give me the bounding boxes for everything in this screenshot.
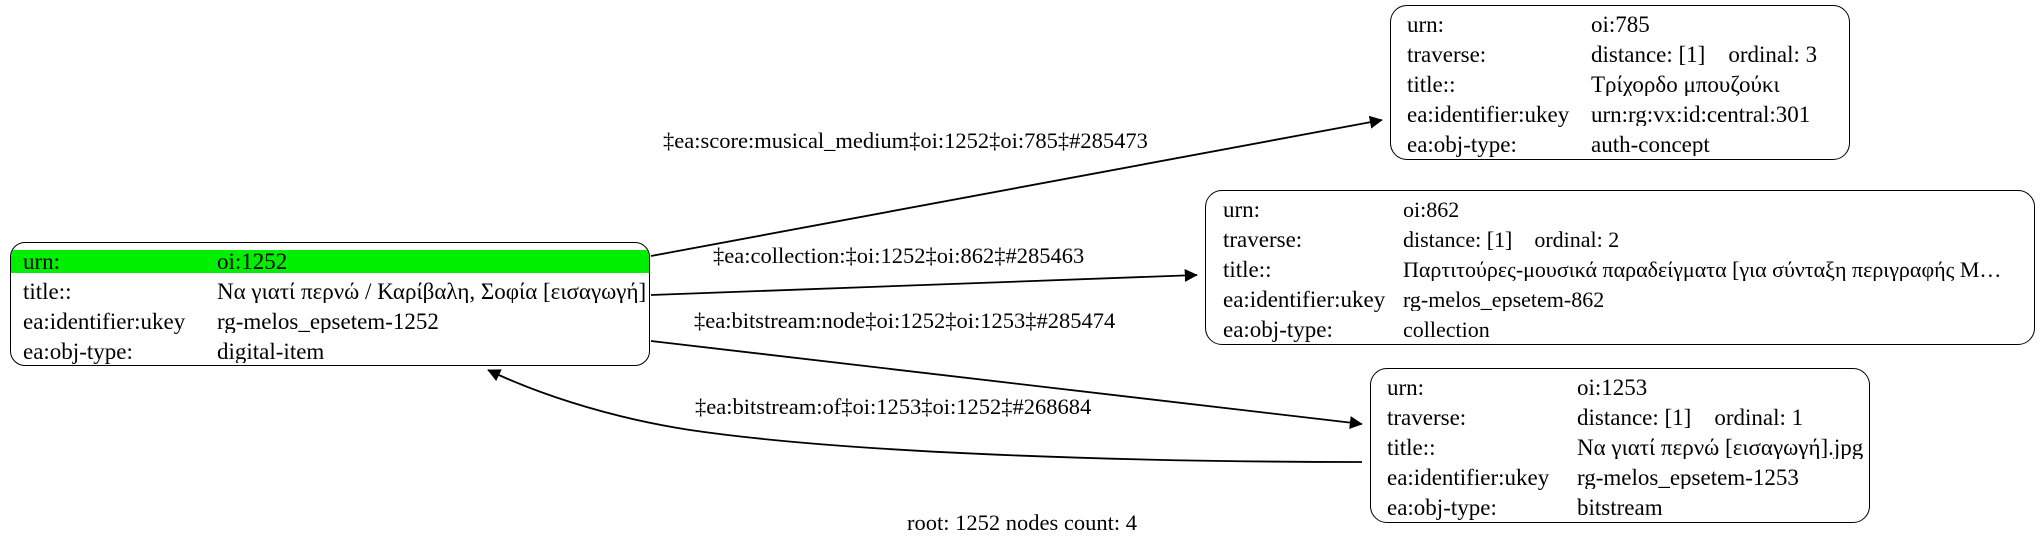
row-key: ea:obj-type: xyxy=(1223,317,1333,342)
node-row[interactable]: urn: oi:862 xyxy=(1206,198,2034,228)
row-value: rg-melos_epsetem-1252 xyxy=(217,310,439,333)
node-row[interactable]: ea:identifier:ukey rg-melos_epsetem-862 xyxy=(1206,288,2034,318)
row-key: traverse: xyxy=(1223,227,1303,252)
graph-caption: root: 1252 nodes count: 4 xyxy=(907,510,1137,535)
node-row[interactable]: ea:obj-type: collection xyxy=(1206,317,2034,344)
row-key: ea:identifier:ukey xyxy=(1387,465,1550,490)
row-value: collection xyxy=(1403,319,1490,341)
node-row[interactable]: ea:obj-type: digital-item xyxy=(11,339,649,365)
node-row[interactable]: urn: oi:1253 xyxy=(1371,376,1869,406)
row-key: ea:identifier:ukey xyxy=(1223,287,1386,312)
node-row[interactable]: title:: Να γιατί περνώ / Καρίβαλη, Σοφία… xyxy=(11,280,649,310)
node-row[interactable]: urn: oi:1252 xyxy=(11,250,649,280)
node-row[interactable]: title:: Παρτιτούρες-μουσικά παραδείγματα… xyxy=(1206,258,2034,288)
node-row[interactable]: ea:obj-type: auth-concept xyxy=(1391,132,1849,159)
row-key: title:: xyxy=(1407,72,1456,97)
row-value: digital-item xyxy=(217,340,325,363)
row-key: ea:obj-type: xyxy=(23,339,133,364)
row-value: Τρίχορδο μπουζούκι xyxy=(1591,73,1780,96)
row-key: title:: xyxy=(1387,435,1436,460)
row-value: oi:862 xyxy=(1403,199,1460,221)
row-value: oi:1253 xyxy=(1577,376,1648,399)
row-key: urn: xyxy=(1223,197,1261,222)
edge-collection xyxy=(650,268,1198,296)
edge-label-bitstream-of: ‡ea:bitstream:of‡oi:1253‡oi:1252‡#268684 xyxy=(695,394,1092,419)
row-key: urn: xyxy=(1387,375,1425,400)
row-key: ea:identifier:ukey xyxy=(23,309,186,334)
row-value: Παρτιτούρες-μουσικά παραδείγματα [για σύ… xyxy=(1403,259,2002,281)
node-oi862[interactable]: urn: oi:862 traverse: distance: [1] ordi… xyxy=(1205,190,2035,345)
node-row[interactable]: ea:obj-type: bitstream xyxy=(1371,495,1869,522)
node-row[interactable]: urn: oi:785 xyxy=(1391,13,1849,43)
node-oi1253[interactable]: urn: oi:1253 traverse: distance: [1] ord… xyxy=(1370,368,1870,523)
node-row[interactable]: ea:identifier:ukey rg-melos_epsetem-1252 xyxy=(11,310,649,340)
row-value: Να γιατί περνώ / Καρίβαλη, Σοφία [εισαγω… xyxy=(217,280,647,303)
node-oi785[interactable]: urn: oi:785 traverse: distance: [1] ordi… xyxy=(1390,5,1850,160)
row-value: distance: [1] ordinal: 1 xyxy=(1577,406,1804,429)
row-key: ea:identifier:ukey xyxy=(1407,102,1570,127)
row-value: Να γιατί περνώ [εισαγωγή].jpg xyxy=(1577,436,1864,459)
row-value: auth-concept xyxy=(1591,133,1710,156)
row-value: distance: [1] ordinal: 2 xyxy=(1403,229,1620,251)
row-value: urn:rg:vx:id:central:301 xyxy=(1591,103,1811,126)
row-value: oi:1252 xyxy=(217,250,649,273)
row-value: rg-melos_epsetem-1253 xyxy=(1577,466,1799,489)
edge-label-musical-medium: ‡ea:score:musical_medium‡oi:1252‡oi:785‡… xyxy=(663,128,1148,153)
row-key: title:: xyxy=(1223,257,1272,282)
node-row[interactable]: traverse: distance: [1] ordinal: 1 xyxy=(1371,406,1869,436)
node-row[interactable]: traverse: distance: [1] ordinal: 2 xyxy=(1206,228,2034,258)
node-row[interactable]: traverse: distance: [1] ordinal: 3 xyxy=(1391,43,1849,73)
row-key: ea:obj-type: xyxy=(1387,495,1497,520)
node-row[interactable]: ea:identifier:ukey urn:rg:vx:id:central:… xyxy=(1391,103,1849,133)
edge-label-collection: ‡ea:collection:‡oi:1252‡oi:862‡#285463 xyxy=(713,243,1085,268)
row-key: urn: xyxy=(1407,12,1445,37)
row-value: oi:785 xyxy=(1591,13,1650,36)
edge-label-bitstream-node: ‡ea:bitstream:node‡oi:1252‡oi:1253‡#2854… xyxy=(694,308,1116,333)
row-value: distance: [1] ordinal: 3 xyxy=(1591,43,1818,66)
node-row[interactable]: ea:identifier:ukey rg-melos_epsetem-1253 xyxy=(1371,466,1869,496)
node-oi1252[interactable]: urn: oi:1252 title:: Να γιατί περνώ / Κα… xyxy=(10,242,650,366)
row-key: urn: xyxy=(11,250,217,273)
row-key: ea:obj-type: xyxy=(1407,132,1517,157)
row-value: rg-melos_epsetem-862 xyxy=(1403,289,1605,311)
row-key: title:: xyxy=(23,279,72,304)
node-row[interactable]: title:: Τρίχορδο μπουζούκι xyxy=(1391,73,1849,103)
row-value: bitstream xyxy=(1577,496,1663,519)
row-key: traverse: xyxy=(1387,405,1467,430)
row-key: traverse: xyxy=(1407,42,1487,67)
node-row[interactable]: title:: Να γιατί περνώ [εισαγωγή].jpg xyxy=(1371,436,1869,466)
